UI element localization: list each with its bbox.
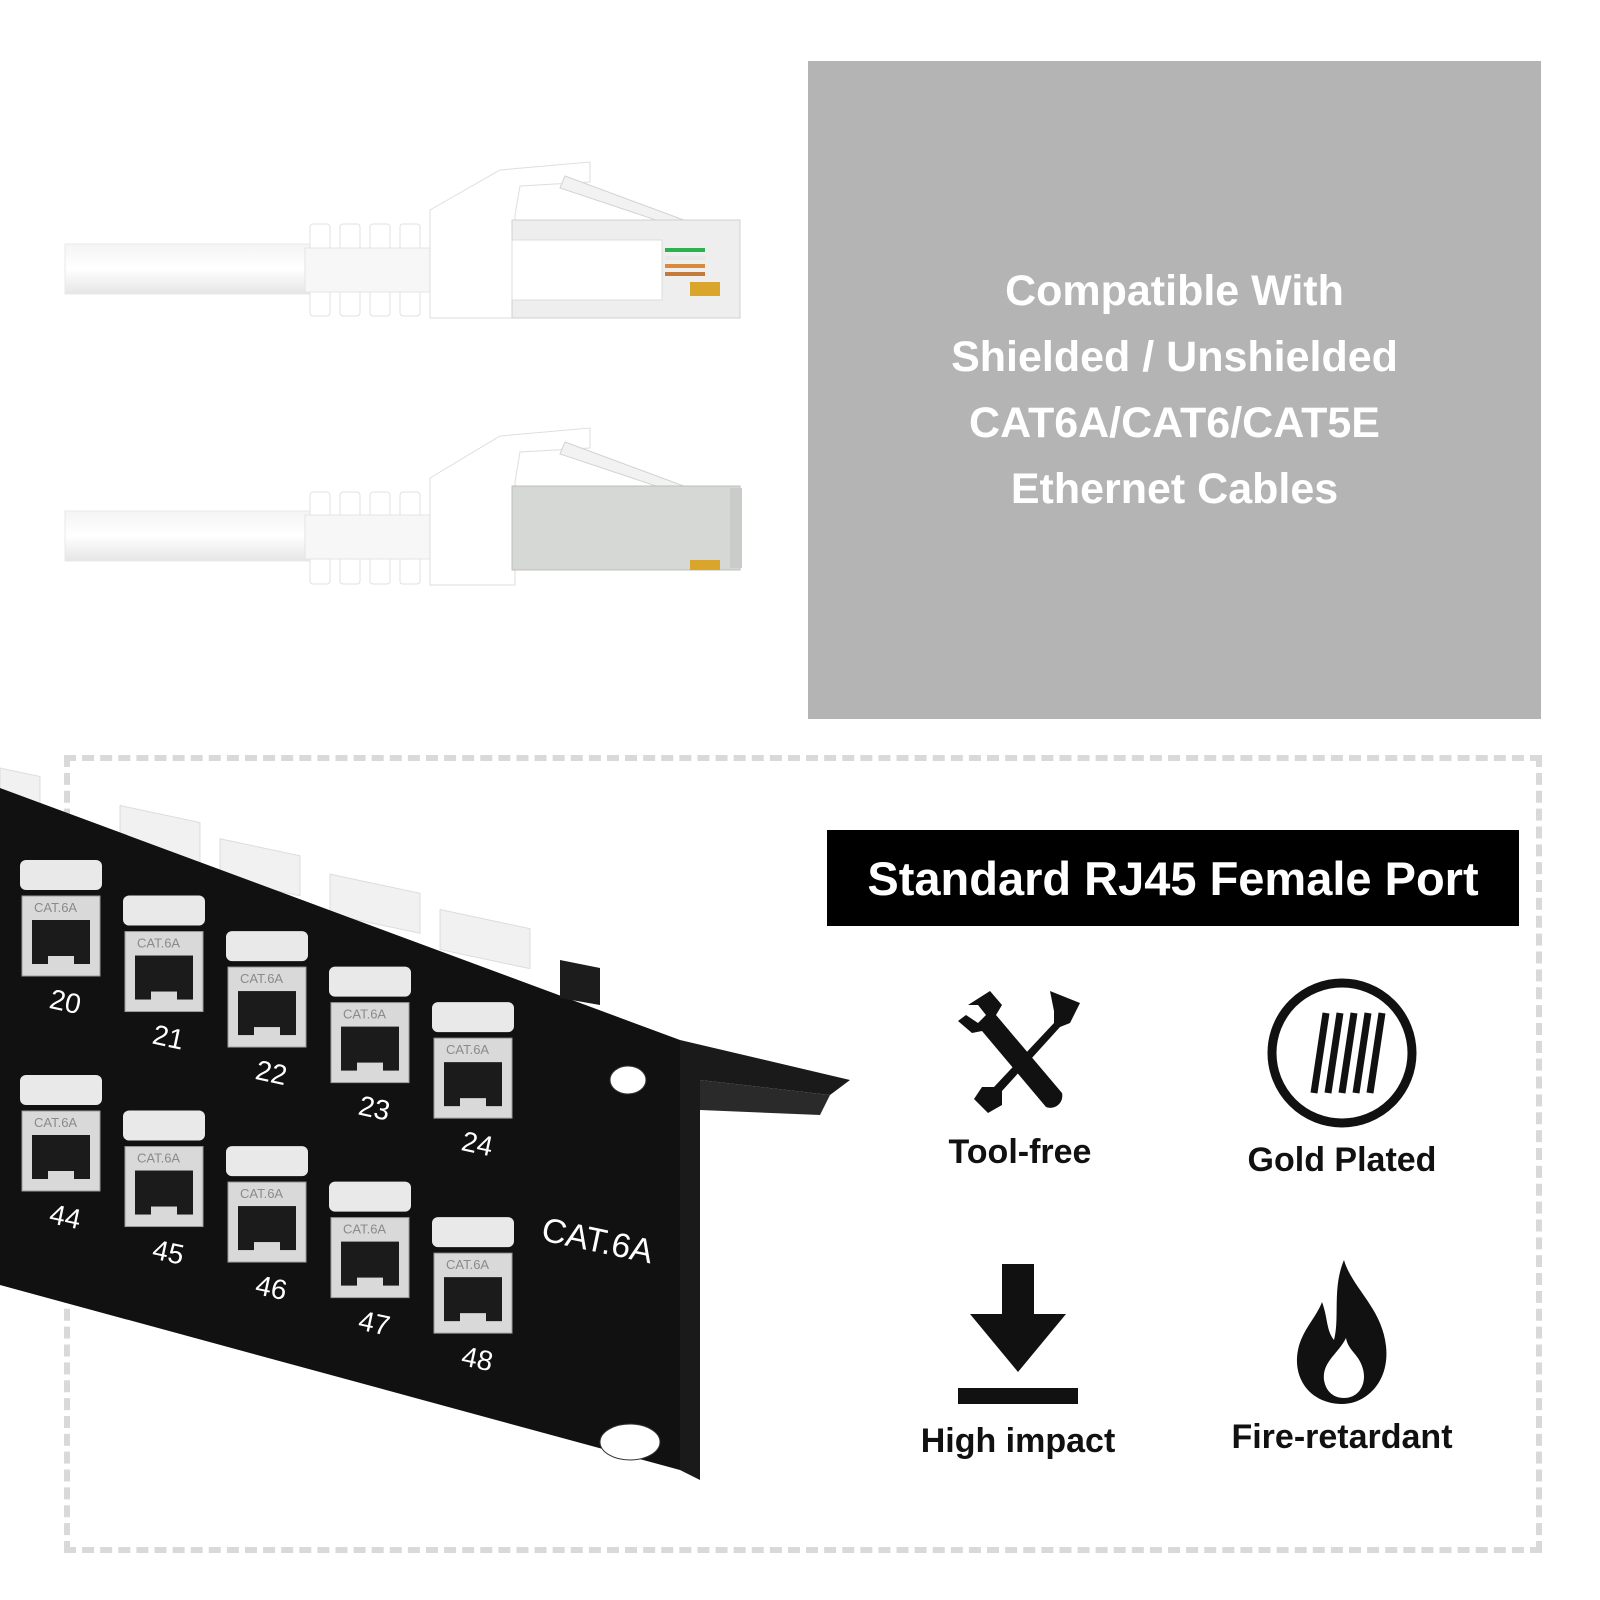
rj45-port: CAT.6A 20 bbox=[20, 860, 102, 1020]
side-number: 48 bbox=[713, 1123, 737, 1147]
rj45-port: CAT.6A 22 bbox=[226, 931, 308, 1091]
jack-label: CAT.6A bbox=[137, 1151, 180, 1166]
compatibility-panel: Compatible With Shielded / Unshielded CA… bbox=[808, 61, 1541, 719]
feature-tool-free: Tool-free bbox=[870, 983, 1170, 1172]
rj45-port: CAT.6A 47 bbox=[329, 1181, 411, 1342]
jack-label: CAT.6A bbox=[34, 900, 77, 915]
compat-line: Shielded / Unshielded bbox=[951, 333, 1398, 381]
jack-label: CAT.6A bbox=[343, 1222, 386, 1237]
port-label-strip bbox=[329, 966, 411, 997]
rj45-port: CAT.6A 48 bbox=[432, 1217, 514, 1377]
rj45-port: CAT.6A 21 bbox=[123, 895, 205, 1056]
feature-label: Tool-free bbox=[948, 1133, 1092, 1171]
rj45-port: CAT.6A 44 bbox=[20, 1075, 102, 1235]
compat-line: CAT6A/CAT6/CAT5E bbox=[969, 399, 1380, 447]
jack-latch bbox=[151, 991, 177, 1004]
flame-icon bbox=[1296, 1260, 1387, 1404]
compat-line: Compatible With bbox=[1005, 267, 1344, 315]
impact-arrow-icon bbox=[958, 1264, 1078, 1404]
rj45-port: CAT.6A 45 bbox=[123, 1110, 205, 1271]
port-group: CAT.6A20CAT.6A21CAT.6A22CAT.6A23CAT.6A24… bbox=[20, 860, 514, 1377]
port-label-strip bbox=[226, 1146, 308, 1177]
port-label-strip bbox=[123, 895, 205, 926]
jack-latch bbox=[357, 1277, 383, 1290]
port-number: 47 bbox=[356, 1305, 393, 1342]
shielded-cable bbox=[64, 427, 742, 586]
feature-gold-plated: Gold Plated bbox=[1192, 975, 1492, 1180]
port-label-strip bbox=[432, 1217, 514, 1248]
port-label-strip bbox=[329, 1181, 411, 1212]
port-number: 23 bbox=[356, 1090, 393, 1127]
jack-label: CAT.6A bbox=[34, 1115, 77, 1130]
port-number: 48 bbox=[459, 1340, 496, 1377]
jack-latch bbox=[48, 1171, 74, 1183]
jack-latch bbox=[48, 956, 74, 968]
feature-label: High impact bbox=[920, 1422, 1116, 1460]
feature-fire-retardant: Fire-retardant bbox=[1192, 1258, 1492, 1457]
jack-label: CAT.6A bbox=[343, 1007, 386, 1022]
port-number: 21 bbox=[150, 1019, 187, 1056]
gold-contacts-icon bbox=[1267, 978, 1417, 1128]
unshielded-cable bbox=[64, 161, 741, 319]
port-label-strip bbox=[20, 1075, 102, 1105]
port-number: 22 bbox=[253, 1054, 290, 1091]
port-label-strip bbox=[20, 860, 102, 890]
feature-title-banner: Standard RJ45 Female Port bbox=[827, 830, 1519, 926]
jack-latch bbox=[151, 1206, 177, 1219]
jack-latch bbox=[254, 1027, 280, 1040]
port-number: 24 bbox=[459, 1125, 496, 1162]
jack-latch bbox=[460, 1098, 486, 1111]
jack-latch bbox=[460, 1313, 486, 1326]
patch-panel-illustration: 48 CAT.6A CAT.6A20CAT.6A21CAT.6A22CAT.6A… bbox=[0, 767, 850, 1480]
jack-latch bbox=[254, 1242, 280, 1255]
port-number: 20 bbox=[47, 983, 84, 1020]
feature-label: Gold Plated bbox=[1247, 1141, 1437, 1179]
port-label-strip bbox=[432, 1002, 514, 1033]
rj45-port: CAT.6A 46 bbox=[226, 1146, 308, 1306]
port-number: 44 bbox=[47, 1198, 84, 1235]
compat-line: Ethernet Cables bbox=[1010, 465, 1339, 513]
jack-label: CAT.6A bbox=[240, 1186, 283, 1201]
port-label-strip bbox=[226, 931, 308, 962]
jack-label: CAT.6A bbox=[446, 1042, 489, 1057]
ethernet-cables-illustration bbox=[64, 161, 742, 586]
feature-high-impact: High impact bbox=[868, 1262, 1168, 1461]
feature-label: Fire-retardant bbox=[1231, 1418, 1453, 1456]
rj45-port: CAT.6A 24 bbox=[432, 1002, 514, 1162]
port-number: 46 bbox=[253, 1269, 290, 1306]
jack-latch bbox=[357, 1062, 383, 1075]
jack-label: CAT.6A bbox=[137, 936, 180, 951]
wrench-screwdriver-icon bbox=[958, 991, 1080, 1113]
port-number: 45 bbox=[150, 1234, 187, 1271]
rj45-port: CAT.6A 23 bbox=[329, 966, 411, 1127]
jack-label: CAT.6A bbox=[240, 971, 283, 986]
port-label-strip bbox=[123, 1110, 205, 1141]
jack-label: CAT.6A bbox=[446, 1257, 489, 1272]
